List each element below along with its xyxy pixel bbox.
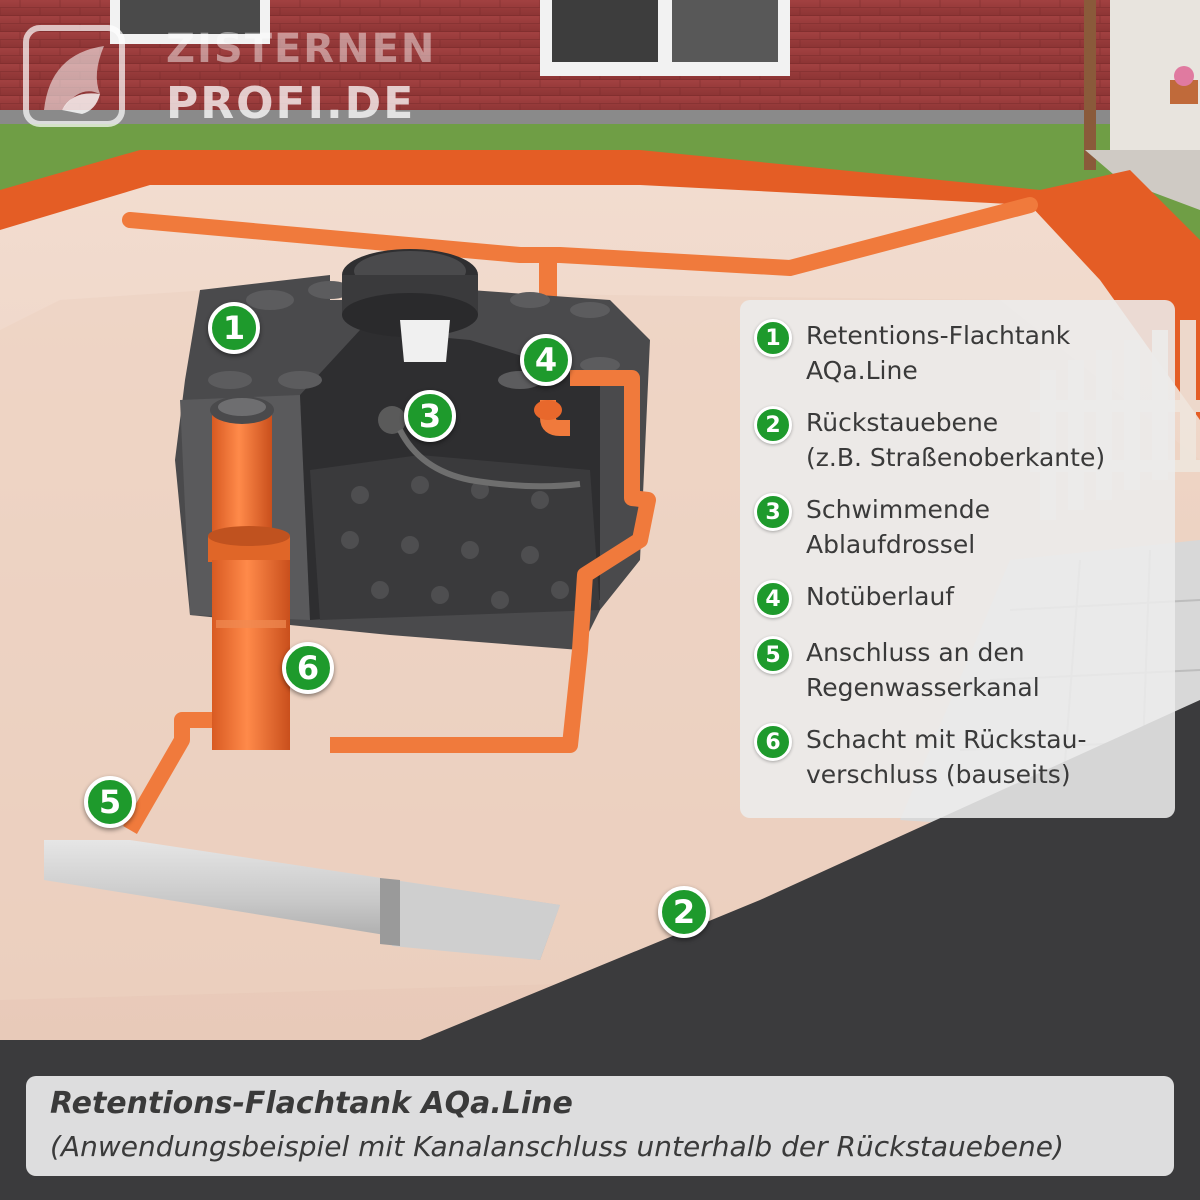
marker-1-tank: 1 <box>208 302 260 354</box>
legend-label: Schwimmende Ablaufdrossel <box>806 495 991 559</box>
caption-subtitle: (Anwendungsbeispiel mit Kanalanschluss u… <box>50 1130 1064 1163</box>
legend-item: 4 Notüberlauf <box>754 579 1161 618</box>
legend-label: Retentions-Flachtank AQa.Line <box>806 321 1071 385</box>
marker-4-overflow: 4 <box>520 334 572 386</box>
legend-item: 1 Retentions-Flachtank AQa.Line <box>754 318 1161 388</box>
legend-label: Anschluss an den Regenwasserkanal <box>806 638 1040 702</box>
legend-item: 2 Rückstauebene (z.B. Straßenoberkante) <box>754 405 1161 475</box>
marker-3-throttle: 3 <box>404 390 456 442</box>
marker-6-shaft: 6 <box>282 642 334 694</box>
legend-number: 6 <box>754 723 792 761</box>
street-asphalt <box>0 700 1200 1200</box>
legend-item: 5 Anschluss an den Regenwasserkanal <box>754 635 1161 705</box>
logo-text-line1: ZISTERNEN <box>166 26 437 72</box>
legend-number: 5 <box>754 636 792 674</box>
logo-text-line2: PROFI.DE <box>166 78 416 129</box>
legend-label: Schacht mit Rückstau- verschluss (bausei… <box>806 725 1087 789</box>
caption-box: Retentions-Flachtank AQa.Line (Anwendung… <box>26 1076 1174 1176</box>
legend-label: Rückstauebene (z.B. Straßenoberkante) <box>806 408 1106 472</box>
drop-logo-icon <box>23 25 125 127</box>
shaft-upper <box>212 410 272 540</box>
legend-label: Notüberlauf <box>806 582 955 611</box>
legend-number: 2 <box>754 406 792 444</box>
legend-panel: 1 Retentions-Flachtank AQa.Line 2 Rückst… <box>740 300 1175 818</box>
caption-title: Retentions-Flachtank AQa.Line <box>50 1086 573 1121</box>
marker-5-sewer: 5 <box>84 776 136 828</box>
legend-item: 6 Schacht mit Rückstau- verschluss (baus… <box>754 722 1161 792</box>
legend-number: 3 <box>754 493 792 531</box>
legend-number: 1 <box>754 319 792 357</box>
shaft-lower <box>212 560 290 750</box>
legend-item: 3 Schwimmende Ablaufdrossel <box>754 492 1161 562</box>
legend-number: 4 <box>754 580 792 618</box>
marker-2-street: 2 <box>658 886 710 938</box>
zisternenprofi-logo: ZISTERNEN PROFI.DE <box>22 24 434 134</box>
